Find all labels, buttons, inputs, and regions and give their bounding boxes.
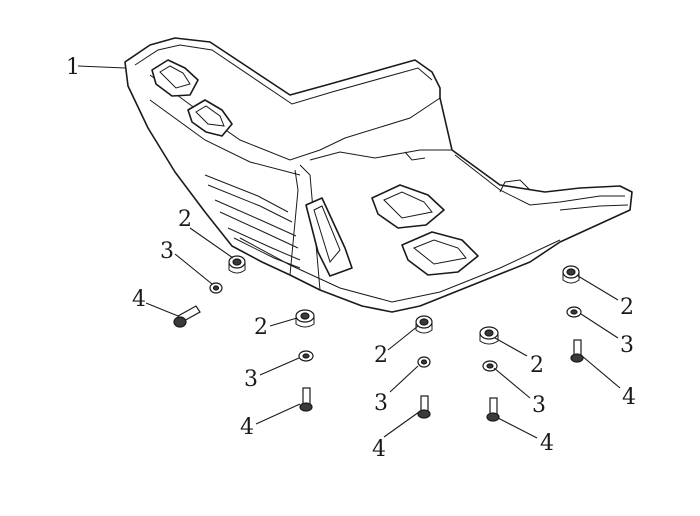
nut-b [295,309,315,328]
leader-3b [259,357,300,376]
callout-2c: 2 [374,343,388,368]
washer-e [566,306,582,318]
bolt-b [299,387,313,412]
callout-2b: 2 [254,315,268,340]
callout-2d: 2 [530,353,544,378]
washer-d [482,360,498,372]
leader-4a [145,302,179,317]
leader-2e [577,275,619,301]
washer-c [417,356,431,368]
leader-4b [255,403,301,425]
nut-a [228,255,246,274]
bolt-a [173,305,201,328]
callout-4e: 4 [622,385,636,410]
leader-2c [387,325,419,351]
callout-3c: 3 [374,391,388,416]
callout-labels: 1 2 3 4 2 3 4 2 3 4 2 3 4 2 3 4 [66,55,636,462]
callout-4c: 4 [372,437,386,462]
nut-e [562,265,580,284]
washer-a [209,282,223,294]
washer-b [298,350,314,362]
leader-lines [77,65,621,439]
callout-1: 1 [66,55,80,80]
leader-2a [189,227,234,259]
callout-3e: 3 [620,333,634,358]
leader-2b [269,317,298,327]
callout-3b: 3 [244,367,258,392]
callout-3a: 3 [160,239,174,264]
callout-2a: 2 [178,207,192,232]
leader-3a [174,253,213,285]
callout-3d: 3 [532,393,546,418]
leader-3c [389,365,419,393]
bolt-c [417,395,431,419]
callout-4b: 4 [240,415,254,440]
skid-plate-part [124,37,633,313]
nut-d [479,326,499,345]
leader-4c [383,411,420,438]
leader-3d [493,367,531,399]
leader-4d [497,417,538,439]
bolt-e [570,339,584,363]
leader-1 [77,65,126,69]
callout-4d: 4 [540,431,554,456]
bolt-d [486,397,500,422]
leader-4e [581,355,621,389]
leader-3e [580,313,619,339]
callout-4a: 4 [132,287,146,312]
callout-2e: 2 [620,295,634,320]
nut-c [415,315,433,334]
leader-2d [494,337,528,357]
